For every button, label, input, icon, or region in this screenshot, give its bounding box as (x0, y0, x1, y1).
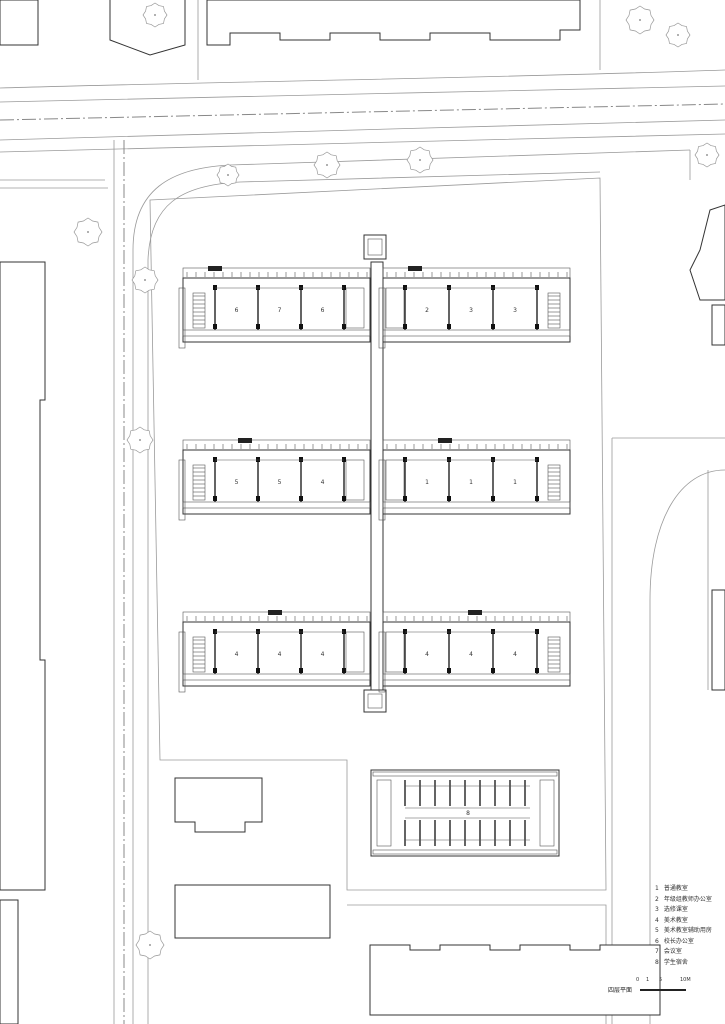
classroom-wing-north-right: 2 3 3 (378, 266, 571, 349)
legend-number: 5 (655, 927, 659, 934)
room-label: 4 (321, 479, 325, 486)
legend-item: 1 普通教室 (655, 884, 712, 895)
legend-number: 8 (655, 958, 659, 966)
room-label: 5 (235, 479, 239, 486)
legend-number: 6 (655, 937, 659, 945)
legend-label: 年级组教师办公室 (663, 895, 712, 903)
tree-icon (142, 2, 168, 28)
stair (547, 464, 561, 501)
legend-number: 2 (655, 895, 659, 903)
room-label: 2 (425, 307, 429, 314)
room-label: 4 (321, 651, 325, 658)
classroom-wing-south-right: 4 4 4 (378, 610, 571, 693)
legend-label: 美术教室 (663, 916, 688, 924)
toilet-core (345, 287, 365, 329)
tree-icon (406, 146, 434, 174)
tree-icon (126, 426, 154, 454)
tree-icon (625, 5, 655, 35)
toilet-core (385, 459, 405, 501)
room-label: 1 (513, 479, 517, 486)
classroom-wing-middle-right: 1 1 1 (378, 438, 571, 521)
scale-tick: 5 (659, 977, 663, 983)
toilet-core (385, 287, 405, 329)
classroom-wing-south-left: 4 4 4 (178, 610, 371, 693)
room-label: 4 (513, 651, 517, 658)
scale-tick: 1 (646, 977, 650, 983)
plan-title: 四层平面 (608, 987, 633, 994)
tree-icon (216, 163, 240, 187)
legend: 1 普通教室 2 年级组教师办公室 3 选修课室 4 美术教室 5 美术教室辅助用房 6 校长办公室 7… (655, 884, 712, 968)
tree-icon (694, 142, 720, 168)
room-label: 1 (469, 479, 473, 486)
legend-label: 普通教室 (663, 885, 688, 892)
stair (547, 636, 561, 673)
legend-item: 6 校长办公室 (655, 937, 712, 948)
classroom-wing-north-left: 6 7 6 (178, 266, 371, 349)
dormitory-label: 8 (466, 810, 470, 817)
tree-icon (131, 266, 159, 294)
stair (192, 636, 206, 673)
tree-icon (135, 930, 165, 960)
toilet-core (345, 459, 365, 501)
trees (73, 2, 720, 960)
room-label: 4 (278, 651, 282, 658)
tree-icon (313, 151, 341, 179)
scale-bar (640, 989, 686, 991)
stair (547, 292, 561, 329)
dormitory: 8 (370, 769, 560, 857)
legend-item: 4 美术教室 (655, 916, 712, 927)
toilet-core (385, 631, 405, 673)
legend-label: 美术教室辅助用房 (663, 927, 712, 934)
stair-tower-south (363, 689, 387, 713)
legend-item: 3 选修课室 (655, 905, 712, 916)
room-label: 6 (235, 307, 239, 314)
legend-item: 5 美术教室辅助用房 (655, 926, 712, 937)
legend-item: 8 学生宿舍 (655, 958, 712, 969)
scale-bar-ticks: 0 1 5 10M (636, 977, 698, 983)
room-label: 4 (425, 651, 429, 658)
legend-item: 2 年级组教师办公室 (655, 895, 712, 906)
room-label: 7 (278, 307, 282, 314)
room-label: 3 (513, 307, 517, 314)
stair-tower-north (363, 234, 387, 260)
room-label: 4 (235, 651, 239, 658)
room-label: 4 (469, 651, 473, 658)
room-label: 5 (278, 479, 282, 486)
classroom-wing-middle-left: 5 5 4 (178, 438, 371, 521)
room-label: 6 (321, 307, 325, 314)
classroom-wings: 6 7 6 2 3 3 5 5 4 1 1 1 4 4 4 4 4 4 (178, 266, 571, 693)
legend-number: 1 (655, 885, 659, 892)
tree-icon (665, 22, 691, 48)
legend-label: 会议室 (663, 948, 682, 955)
site-boundary (149, 177, 607, 891)
legend-item: 7 会议室 (655, 947, 712, 958)
room-label: 3 (469, 307, 473, 314)
legend-number: 7 (655, 948, 659, 955)
legend-number: 4 (655, 916, 659, 924)
toilet-core (345, 631, 365, 673)
stair (192, 292, 206, 329)
tree-icon (73, 217, 103, 247)
legend-label: 校长办公室 (663, 937, 694, 945)
stair (192, 464, 206, 501)
scale-tick: 0 (636, 977, 640, 983)
room-label: 1 (425, 479, 429, 486)
legend-label: 选修课室 (663, 906, 688, 913)
legend-label: 学生宿舍 (663, 958, 688, 966)
scale-tick: 10M (680, 977, 691, 983)
legend-number: 3 (655, 906, 659, 913)
